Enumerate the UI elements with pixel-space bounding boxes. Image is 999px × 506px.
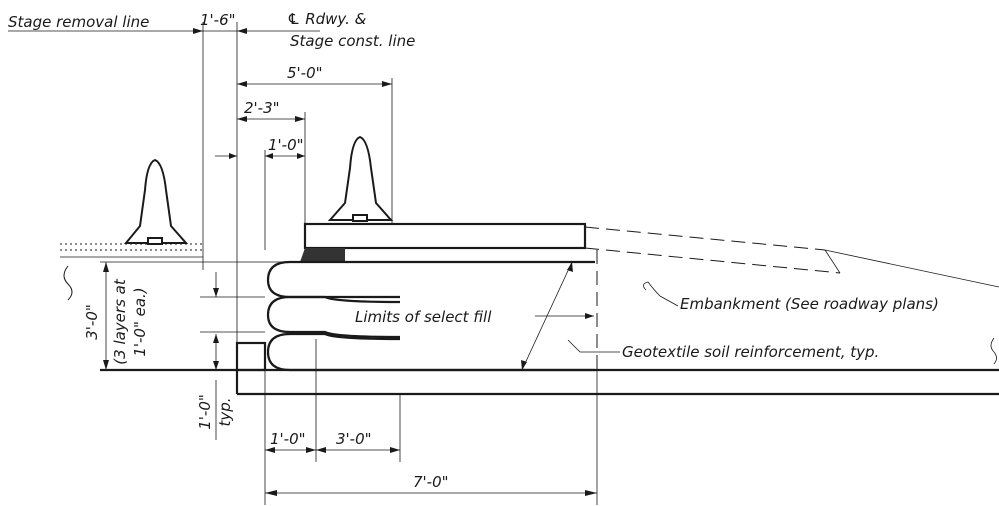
new-barrier-notch	[352, 214, 368, 222]
embankment-leader	[643, 281, 679, 307]
dim-arrow	[265, 447, 275, 453]
dim-1-6-label: 1'-6"	[200, 11, 236, 29]
dim-2-3-label: 2'-3"	[244, 99, 280, 117]
geotextile-label: Geotextile soil reinforcement, typ.	[622, 343, 879, 361]
embankment-dashed-bottom	[584, 247, 841, 274]
dim-arrow	[295, 116, 305, 122]
rdwy-centerline-label: ℄ Rdwy. &	[287, 10, 367, 28]
dim-arrow	[585, 490, 597, 496]
dim-3-0-height-label: 3'-0"	[83, 304, 101, 340]
existing-barrier-notch	[147, 237, 163, 245]
new-slab	[303, 222, 587, 250]
dim-arrow	[213, 361, 219, 370]
dim-arrow	[103, 262, 109, 272]
layers-note-line1: (3 layers at	[111, 278, 129, 365]
leveling-pad	[235, 341, 267, 372]
dim-arrow	[567, 262, 573, 272]
embankment-dashed-top	[584, 226, 826, 251]
dim-arrow	[193, 28, 203, 34]
break-symbol-right	[990, 337, 997, 365]
geotextile-layer-1	[266, 260, 595, 304]
dim-arrow	[521, 360, 527, 370]
dim-arrow	[229, 153, 237, 159]
dim-arrow	[306, 447, 316, 453]
dim-arrow	[265, 490, 277, 496]
dim-1-0-typ-label: 1'-0"	[196, 394, 214, 430]
existing-barrier	[123, 158, 189, 244]
dim-arrow	[297, 153, 305, 159]
dim-arrow	[237, 81, 247, 87]
dim-arrow	[237, 116, 247, 122]
dim-arrow	[585, 313, 594, 319]
break-symbol-left	[63, 265, 73, 301]
dim-arrow	[265, 153, 273, 159]
aggregate-fill	[300, 248, 345, 262]
dim-arrow	[316, 447, 326, 453]
geotextile-layer-3	[266, 332, 595, 372]
embankment-slope-tick	[824, 249, 841, 274]
dim-1-0-top-label: 1'-0"	[268, 136, 304, 154]
geotextile-leader	[567, 339, 620, 353]
dim-arrow	[390, 447, 400, 453]
dim-arrow	[382, 81, 392, 87]
new-barrier	[327, 135, 394, 221]
embankment-label: Embankment (See roadway plans)	[680, 295, 939, 313]
layers-note-line2: 1'-0" ea.)	[131, 287, 149, 356]
geotextile-layer-2	[266, 295, 401, 339]
dim-arrow	[213, 334, 219, 343]
dim-3-0-bottom-label: 3'-0"	[336, 430, 372, 448]
limits-select-fill-label: Limits of select fill	[355, 308, 492, 326]
dim-5-0-label: 5'-0"	[287, 64, 323, 82]
stage-removal-line-label: Stage removal line	[8, 13, 149, 31]
dim-7-0-label: 7'-0"	[413, 473, 449, 491]
dim-typ-label: typ.	[216, 397, 234, 426]
dim-arrow	[213, 288, 219, 297]
stage-const-line-label: Stage const. line	[290, 32, 415, 50]
dim-arrow	[103, 360, 109, 370]
dim-arrow	[237, 28, 247, 34]
dim-1-0-bottom-label: 1'-0"	[270, 430, 306, 448]
embankment-slope-line	[824, 249, 999, 288]
